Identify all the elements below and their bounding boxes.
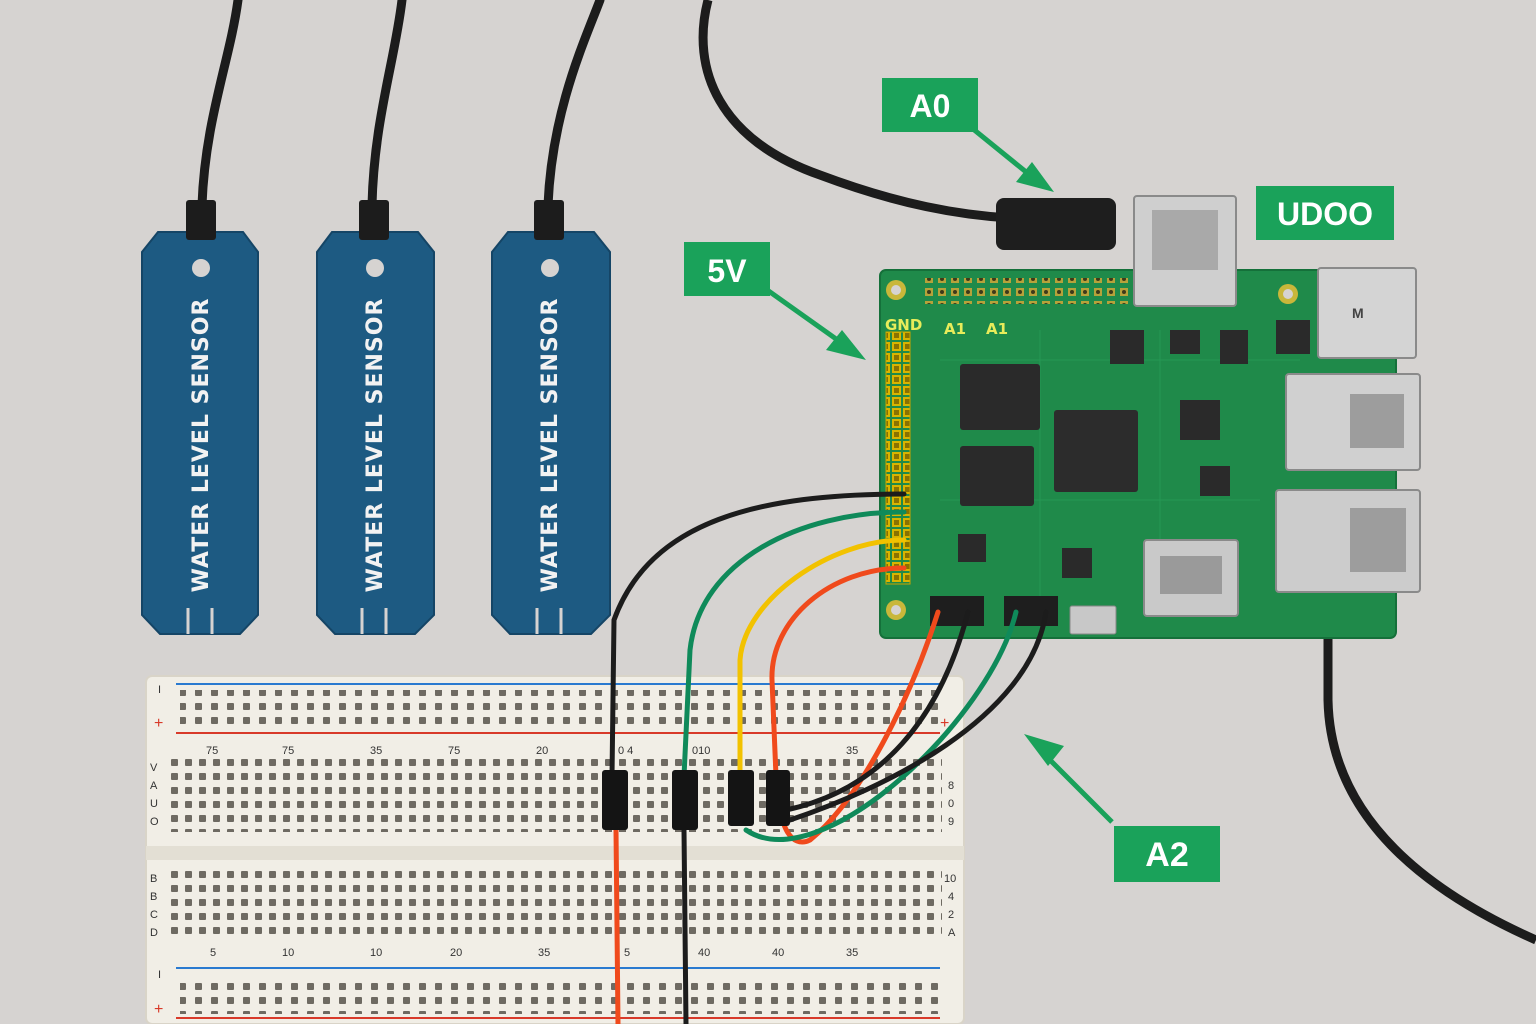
bb-row-letter: C: [150, 909, 158, 921]
bb-bottom-number: 40: [772, 947, 784, 959]
jumper-headers: [602, 770, 790, 830]
usb-marking: M: [1352, 305, 1364, 321]
bb-row-letter: B: [150, 891, 157, 903]
bb-row-letter: B: [150, 873, 157, 885]
bb-row-letter-right: 2: [948, 909, 954, 921]
bb-row-letter: V: [150, 762, 158, 774]
bb-top-number: 75: [282, 745, 294, 757]
power-cable: [1323, 600, 1536, 945]
bb-bottom-number: 20: [450, 947, 462, 959]
rail-minus-label-bottom: I: [158, 969, 161, 981]
usb-plug: [996, 198, 1116, 250]
rail-plus-label-bottom: +: [154, 1001, 163, 1018]
water-level-sensor-3: WATER LEVEL SENSOR: [491, 200, 611, 635]
jumper-wires: [609, 491, 1049, 1024]
bb-row-letter-right: A: [948, 927, 956, 939]
rail-plus-label-right: +: [940, 715, 949, 732]
a1-label-left: A1: [944, 320, 966, 338]
bb-bottom-number: 5: [210, 947, 216, 959]
callout-a0: A0: [882, 78, 978, 132]
bb-bottom-number: 40: [698, 947, 710, 959]
rail-plus-label: +: [154, 715, 163, 732]
bb-row-letter: D: [150, 927, 158, 939]
bb-top-number: 35: [846, 745, 858, 757]
bb-top-number: 75: [206, 745, 218, 757]
bb-bottom-number: 10: [370, 947, 382, 959]
bb-top-number: 20: [536, 745, 548, 757]
rail-minus-label: I: [158, 684, 161, 696]
sensor-label: WATER LEVEL SENSOR: [363, 298, 388, 593]
callout-udoo: UDOO: [1256, 186, 1394, 240]
callout-a0-text: A0: [910, 88, 951, 124]
bb-row-letter: O: [150, 816, 159, 828]
breadboard: I + + I + 75 75 35 75 20 0 4 010 35 V A …: [145, 675, 965, 1024]
bb-row-letter: A: [150, 780, 158, 792]
sensor-label: WATER LEVEL SENSOR: [189, 298, 214, 593]
callout-5v: 5V: [684, 242, 770, 296]
bb-top-number: 010: [692, 745, 710, 757]
callout-a2: A2: [1114, 826, 1220, 882]
callout-udoo-text: UDOO: [1277, 196, 1373, 232]
sensor-label: WATER LEVEL SENSOR: [538, 298, 563, 593]
bb-top-number: 35: [370, 745, 382, 757]
bb-row-letter-right: 10: [944, 873, 956, 885]
bb-top-number: 0 4: [618, 745, 633, 757]
sensor-cables: [197, 0, 605, 210]
water-level-sensor-1: WATER LEVEL SENSOR: [141, 200, 259, 635]
a1-label-right: A1: [986, 320, 1008, 338]
usb-cable: [698, 0, 1011, 223]
bb-row-letter: U: [150, 798, 158, 810]
callout-arrows: [754, 118, 1114, 824]
bb-bottom-number: 35: [846, 947, 858, 959]
gnd-label: GND: [885, 316, 922, 334]
udoo-board: M GND A1 A1: [879, 195, 1421, 639]
bb-bottom-number: 35: [538, 947, 550, 959]
bb-bottom-number: 5: [624, 947, 630, 959]
bb-row-letter-right: 0: [948, 798, 954, 810]
callout-a2-text: A2: [1145, 836, 1188, 874]
bb-row-letter-right: 9: [948, 816, 954, 828]
callout-5v-text: 5V: [707, 253, 747, 289]
bb-row-letter-right: 4: [948, 891, 954, 903]
bb-row-letter-right: 8: [948, 780, 954, 792]
bb-top-number: 75: [448, 745, 460, 757]
bb-bottom-number: 10: [282, 947, 294, 959]
water-level-sensor-2: WATER LEVEL SENSOR: [316, 200, 435, 635]
